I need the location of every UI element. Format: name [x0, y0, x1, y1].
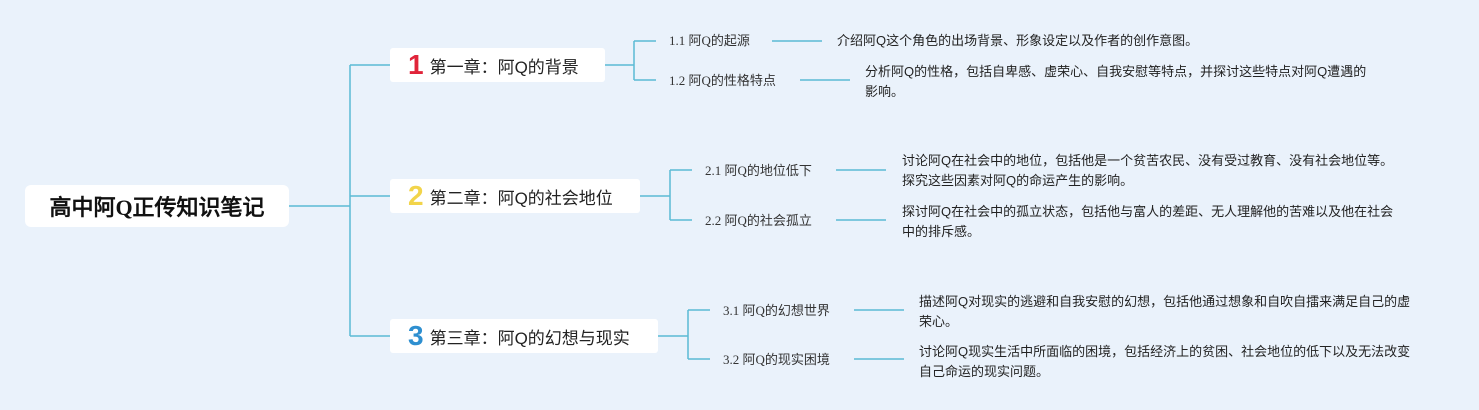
connector-ch3 [658, 309, 710, 360]
connector-root [289, 64, 390, 337]
connector-ch3-desc [854, 309, 904, 360]
chapter-1[interactable]: 1 第一章：阿Q的背景 [390, 48, 605, 82]
chapter-title: 第一章：阿Q的背景 [429, 57, 579, 77]
subtopic-1-2[interactable]: 1.2 阿Q的性格特点 [669, 73, 776, 88]
subtopic-2-1[interactable]: 2.1 阿Q的地位低下 [705, 163, 812, 178]
subtopic-2-1-desc: 讨论阿Q在社会中的地位，包括他是一个贫苦农民、没有受过教育、没有社会地位等。探究… [902, 153, 1394, 188]
connector-ch2 [640, 169, 692, 221]
subtopic-3-1-desc: 描述阿Q对现实的逃避和自我安慰的幻想，包括他通过想象和自吹自擂来满足自己的虚荣心… [919, 294, 1411, 329]
chapter-title: 第二章：阿Q的社会地位 [429, 188, 613, 208]
connector-ch1-desc [772, 40, 850, 81]
chapter-number: 3 [408, 320, 424, 351]
subtopic-2-2-desc: 探讨阿Q在社会中的孤立状态，包括他与富人的差距、无人理解他的苦难以及他在社会中的… [902, 204, 1394, 239]
chapter-3[interactable]: 3 第三章：阿Q的幻想与现实 [390, 319, 658, 353]
chapter-number: 2 [408, 180, 424, 211]
subtopic-3-1[interactable]: 3.1 阿Q的幻想世界 [723, 303, 830, 318]
connector-ch2-desc [836, 169, 886, 221]
root-title: 高中阿Q正传知识笔记 [49, 195, 265, 220]
subtopic-1-1-desc: 介绍阿Q这个角色的出场背景、形象设定以及作者的创作意图。 [837, 33, 1199, 48]
subtopic-1-2-desc: 分析阿Q的性格，包括自卑感、虚荣心、自我安慰等特点，并探讨这些特点对阿Q遭遇的影… [865, 64, 1367, 99]
subtopic-1-1[interactable]: 1.1 阿Q的起源 [669, 33, 750, 48]
chapter-2[interactable]: 2 第二章：阿Q的社会地位 [390, 179, 640, 213]
connector-ch1 [605, 40, 656, 81]
chapter-number: 1 [408, 49, 424, 80]
subtopic-3-2[interactable]: 3.2 阿Q的现实困境 [723, 352, 830, 367]
subtopic-3-2-desc: 讨论阿Q现实生活中所面临的困境，包括经济上的贫困、社会地位的低下以及无法改变自己… [919, 344, 1411, 379]
root-topic[interactable]: 高中阿Q正传知识笔记 [25, 185, 289, 227]
chapter-title: 第三章：阿Q的幻想与现实 [429, 328, 630, 348]
subtopic-2-2[interactable]: 2.2 阿Q的社会孤立 [705, 213, 812, 228]
